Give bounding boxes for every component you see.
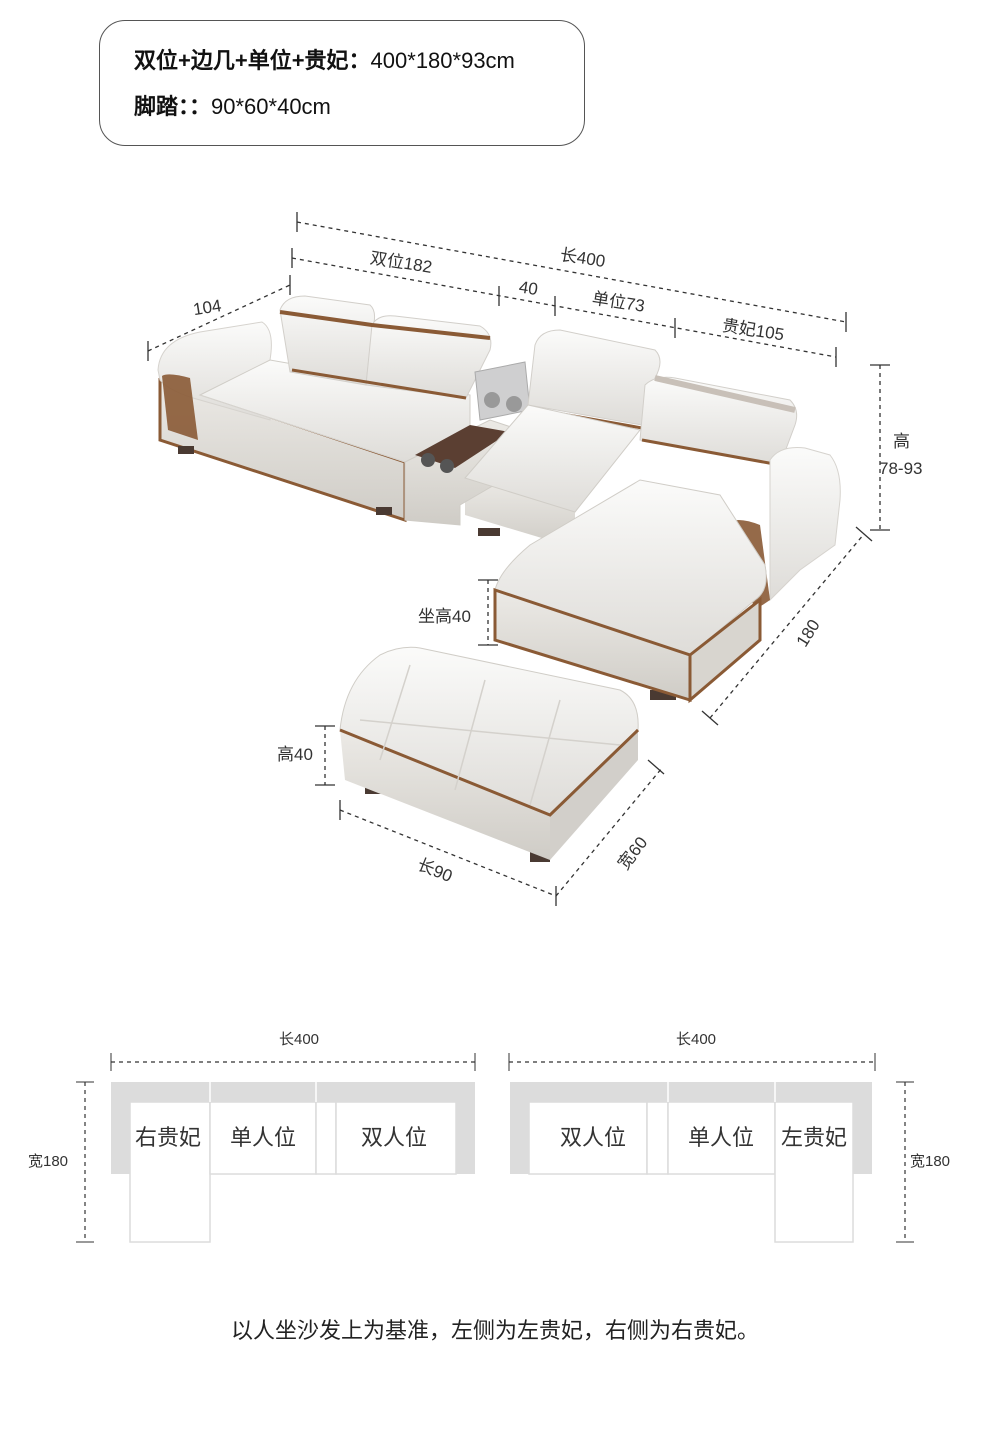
- plan-right-width: 宽180: [910, 1153, 950, 1170]
- plan-left: 长400 宽180 右贵妃 单人位 双人位: [28, 1031, 476, 1243]
- plan-left-section-1: 右贵妃: [135, 1125, 201, 1150]
- dim-chaise-length: 180: [793, 616, 824, 650]
- footer-note: 以人坐沙发上为基准，左侧为左贵妃，右侧为右贵妃。: [230, 1318, 759, 1343]
- sofa-chaise-arm: [769, 447, 841, 602]
- dim-seat-height: 坐高40: [418, 607, 471, 626]
- spec-value-1: 400*180*93cm: [370, 48, 515, 73]
- dim-single-seat: 单位73: [591, 289, 646, 316]
- dim-line-ottoman-length: [339, 809, 557, 897]
- dim-height-label: 高: [893, 432, 910, 451]
- dim-height-value: 78-93: [879, 459, 922, 478]
- plan-right-length: 长400: [676, 1031, 716, 1048]
- spec-line-1: 双位+边几+单位+贵妃：400*180*93cm: [134, 43, 515, 75]
- dimension-lines: [147, 212, 890, 906]
- sofa: [157, 295, 841, 862]
- spec-value-2: 90*60*40cm: [211, 94, 331, 119]
- spec-label-1: 双位+边几+单位+贵妃：: [134, 48, 371, 73]
- dim-chaise: 贵妃105: [721, 316, 786, 345]
- spec-label-2: 脚踏：：: [134, 94, 212, 119]
- plan-right-section-1: 双人位: [560, 1125, 626, 1150]
- dim-total-length: 长400: [559, 245, 607, 271]
- plan-left-section-2: 单人位: [230, 1125, 296, 1150]
- dim-ottoman-height: 高40: [277, 745, 313, 764]
- side-table-panel: [474, 361, 531, 421]
- plan-diagrams: 长400 宽180 右贵妃 单人位 双人位 长400 宽180: [28, 1031, 950, 1243]
- plan-left-length: 长400: [279, 1031, 319, 1048]
- spec-line-2: 脚踏：：90*60*40cm: [134, 89, 331, 121]
- ottoman-front: [340, 730, 550, 860]
- sofa-illustration: 长400 双位182 40 单位73 贵妃105 104 高 78-93 180…: [147, 212, 922, 906]
- sofa-base-single: [465, 478, 575, 548]
- sofa-side-table: [404, 419, 521, 526]
- plan-left-width: 宽180: [28, 1153, 68, 1170]
- side-table-top: [415, 425, 510, 468]
- dim-ottoman-width: 宽60: [614, 833, 651, 873]
- sofa-single-seat: [464, 404, 641, 513]
- plan-right: 长400 宽180 双人位 单人位 左贵妃: [508, 1031, 950, 1243]
- plan-right-section-3: 左贵妃: [781, 1125, 847, 1150]
- dim-line-depth: [147, 284, 291, 352]
- spec-box: 双位+边几+单位+贵妃：400*180*93cm 脚踏：：90*60*40cm: [99, 20, 585, 146]
- dim-line-total: [296, 221, 847, 323]
- plan-right-section-2: 单人位: [688, 1125, 754, 1150]
- dim-line-ottoman-width: [555, 767, 663, 897]
- plan-left-section-3: 双人位: [361, 1125, 427, 1150]
- dim-ottoman-length: 长90: [415, 855, 455, 886]
- dim-depth: 104: [192, 296, 223, 319]
- dim-side-table: 40: [518, 277, 540, 299]
- dim-double-seat: 双位182: [369, 248, 434, 277]
